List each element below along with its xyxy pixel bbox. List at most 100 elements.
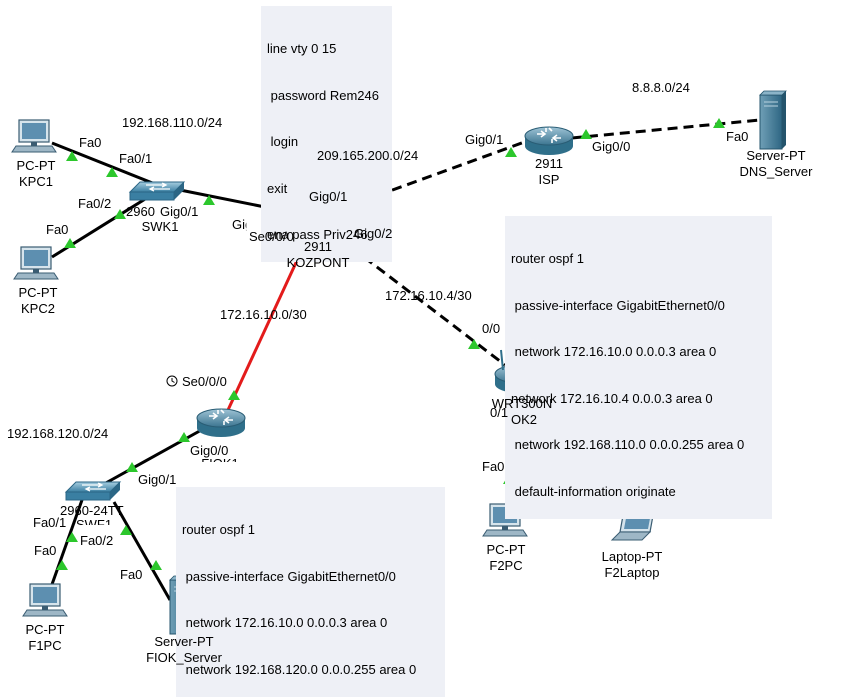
note-line: passive-interface GigabitEthernet0/0 — [511, 297, 725, 313]
note-line: network 172.16.10.0 0.0.0.3 area 0 — [182, 615, 388, 630]
port-label: 0/0 — [482, 321, 501, 336]
pc-icon — [22, 583, 68, 617]
device-name-label: ISP — [538, 172, 560, 187]
device-type-label: Server-PT — [746, 148, 806, 163]
port-label: Gig0/1 — [160, 204, 199, 219]
network-label: 192.168.110.0/24 — [122, 115, 223, 130]
device-type-label: 2911 — [535, 156, 563, 171]
note-line: router ospf 1 — [511, 251, 584, 266]
device-kpc2[interactable] — [13, 246, 59, 280]
note-line: network 172.16.10.4 0.0.0.3 area 0 — [511, 390, 713, 406]
switch-icon — [129, 181, 185, 201]
device-type-label: 2960-24TT — [60, 503, 124, 518]
port-label: Fa0/1 — [33, 515, 67, 530]
note-line: default-information originate — [511, 483, 676, 499]
port-up-indicator — [178, 432, 190, 442]
router-icon — [196, 408, 246, 438]
device-name-label: F2PC — [489, 558, 523, 573]
port-label: Fa0 — [46, 222, 69, 237]
note-line: password Rem246 — [267, 87, 379, 103]
server-icon — [759, 90, 787, 150]
port-label: Fa0/2 — [80, 533, 114, 548]
port-label: Gig0/0 — [190, 443, 229, 458]
port-label: Fa0/1 — [119, 151, 153, 166]
device-swf1[interactable] — [65, 481, 121, 501]
device-dns-server[interactable] — [759, 90, 787, 150]
clock-icon — [166, 375, 178, 387]
note-line: router ospf 1 — [182, 522, 255, 537]
device-type-label: PC-PT — [18, 285, 58, 300]
device-isp[interactable] — [524, 126, 574, 156]
device-type-label: Laptop-PT — [601, 549, 663, 564]
device-name-label: SWK1 — [141, 219, 179, 234]
link-swf1-fiok-server[interactable] — [112, 501, 172, 601]
pc-icon — [11, 119, 57, 153]
device-name-label: DNS_Server — [739, 164, 813, 179]
device-name-label: SWF1 — [75, 517, 113, 532]
port-up-indicator — [150, 560, 162, 570]
port-label: Fa0 — [34, 543, 57, 558]
port-label: Fa0 — [726, 129, 749, 144]
router-icon — [524, 126, 574, 156]
note-ospf-kozpont: router ospf 1 passive-interface GigabitE… — [505, 216, 772, 519]
device-name-label: F1PC — [28, 638, 62, 653]
link-kpc1-swk1[interactable] — [51, 141, 161, 188]
port-label: Fa0 — [79, 135, 102, 150]
device-name-label: KPC1 — [19, 174, 53, 189]
device-name-label: FIOK1 — [201, 456, 239, 471]
note-line: network 192.168.110.0 0.0.0.255 area 0 — [511, 437, 745, 452]
port-up-indicator — [126, 462, 138, 472]
device-swk1[interactable] — [129, 181, 185, 201]
network-label: 172.16.10.4/30 — [385, 288, 472, 303]
port-label: Gig0/1 — [465, 132, 504, 147]
network-label: 8.8.8.0/24 — [632, 80, 690, 95]
port-label: 0/1 — [490, 405, 509, 420]
network-label: 192.168.120.0/24 — [7, 426, 109, 441]
device-name-label: F2Laptop — [604, 565, 660, 580]
port-up-indicator — [203, 195, 215, 205]
note-line: line vty 0 15 — [267, 41, 337, 56]
port-up-indicator — [468, 339, 480, 349]
device-name-label: FIOK_Server — [146, 650, 222, 665]
port-up-indicator — [120, 525, 132, 535]
note-vty-config: line vty 0 15 password Rem246 login exit… — [261, 6, 392, 262]
device-kpc1[interactable] — [11, 119, 57, 153]
port-label: Fa0 — [120, 567, 143, 582]
device-type-label: 2960 — [126, 204, 155, 219]
port-up-indicator — [64, 238, 76, 248]
note-line: passive-interface GigabitEthernet0/0 — [182, 568, 396, 584]
port-label: Fa0 — [482, 459, 505, 474]
link-fiok-swf1[interactable] — [103, 426, 206, 486]
device-type-label: PC-PT — [486, 542, 526, 557]
device-fiok[interactable] — [196, 408, 246, 438]
port-up-indicator — [505, 147, 517, 157]
port-label: Gig0/1 — [309, 189, 348, 204]
port-up-indicator — [56, 560, 68, 570]
port-up-indicator — [228, 390, 240, 400]
port-label: Fa0/2 — [78, 196, 112, 211]
port-label: Gig0/1 — [138, 472, 177, 487]
note-ospf-fiok: router ospf 1 passive-interface GigabitE… — [176, 487, 445, 697]
network-label: 209.165.200.0/24 — [317, 148, 419, 163]
link-swf1-f1pc[interactable] — [48, 499, 84, 591]
device-name-label: OK2 — [510, 412, 538, 427]
port-up-indicator — [66, 532, 78, 542]
device-f1pc[interactable] — [22, 583, 68, 617]
port-up-indicator — [114, 209, 126, 219]
port-up-indicator — [66, 151, 78, 161]
port-label: Gig0/0 — [232, 217, 271, 232]
port-label: Gig0/0 — [592, 139, 631, 154]
device-name-label: KOZPONT — [286, 255, 350, 270]
device-type-label: WRT300N — [491, 396, 553, 411]
switch-icon — [65, 481, 121, 501]
device-type-label: 2911 — [304, 239, 332, 254]
device-type-label: Server-PT — [154, 634, 214, 649]
port-up-indicator — [713, 118, 725, 128]
note-line: network 172.16.10.0 0.0.0.3 area 0 — [511, 344, 717, 359]
pc-icon — [13, 246, 59, 280]
port-up-indicator — [106, 167, 118, 177]
device-type-label: PC-PT — [25, 622, 65, 637]
port-label: Gig0/2 — [354, 226, 393, 241]
note-line: ena pass Priv246 — [267, 227, 368, 242]
port-up-indicator — [580, 129, 592, 139]
